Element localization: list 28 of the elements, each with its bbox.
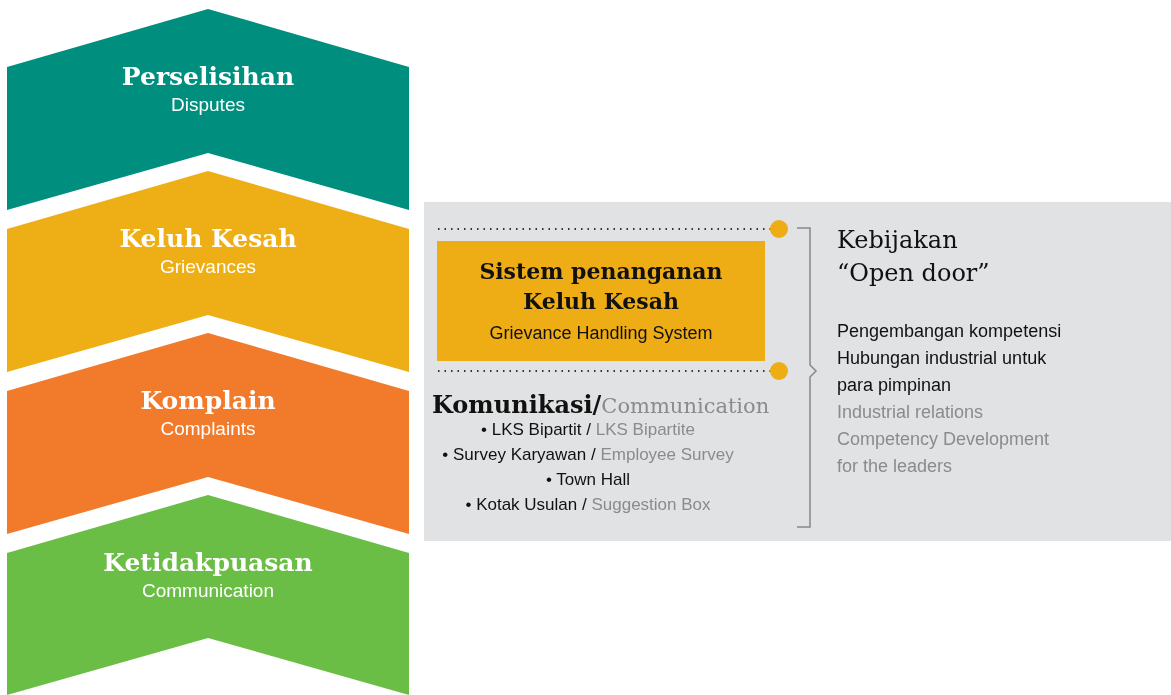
chevron-subtitle: Communication — [141, 579, 275, 603]
chevron-subtitle: Grievances — [158, 255, 258, 279]
chevron-shape — [7, 333, 409, 534]
list-item-text: • Kotak Usulan / — [465, 495, 587, 515]
chevron-title: Perselisihan — [120, 61, 296, 93]
description-text: Pengembangan kompetensi Hubungan industrial untuk para pimpinan — [837, 320, 1063, 397]
box-title: Sistem penanganan Keluh Kesah — [478, 257, 724, 316]
list-item-text: • LKS Bipartit / — [481, 420, 591, 440]
chevron-shape — [7, 495, 409, 695]
list-item-text: LKS Bipartite — [595, 420, 695, 440]
policy-heading: Kebijakan “Open door” — [837, 225, 991, 289]
chevron-shape — [7, 171, 409, 372]
chevron-title: Ketidakpuasan — [102, 547, 314, 579]
chevron-shape — [7, 9, 409, 210]
process-box — [437, 241, 765, 361]
chevron-title: Keluh Kesah — [118, 223, 298, 255]
panel-background — [424, 202, 1171, 541]
description-text: Industrial relations Competency Development for the leaders — [837, 401, 1051, 478]
list-item-text: Employee Survey — [600, 445, 734, 465]
list-item-text: Suggestion Box — [591, 495, 711, 515]
section-heading: Communication — [601, 394, 770, 418]
list-item-text: • Town Hall — [545, 470, 631, 490]
section-heading: Komunikasi/ — [432, 390, 602, 419]
box-subtitle: Grievance Handling System — [489, 322, 713, 345]
chevron-subtitle: Complaints — [159, 417, 257, 441]
chevron-subtitle: Disputes — [170, 93, 246, 117]
chevron-title: Komplain — [139, 385, 277, 417]
list-item-text: • Survey Karyawan / — [442, 445, 596, 465]
